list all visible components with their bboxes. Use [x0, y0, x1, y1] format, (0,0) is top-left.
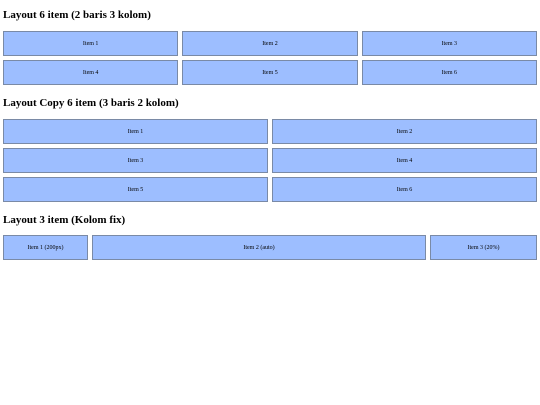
page-content: Layout 6 item (2 baris 3 kolom) Item 1 I… [3, 0, 537, 260]
grid-item: Item 4 [3, 60, 179, 85]
grid-item: Item 6 [272, 177, 537, 202]
grid-item: Item 5 [3, 177, 268, 202]
section-title-grid-2x3: Layout Copy 6 item (3 baris 2 kolom) [3, 97, 179, 109]
grid-item-fixed: Item 1 (200px) [3, 235, 88, 260]
section-title-grid-3x2: Layout 6 item (2 baris 3 kolom) [3, 9, 151, 21]
grid-item: Item 1 [3, 119, 268, 144]
grid-item: Item 4 [272, 148, 537, 173]
grid-item: Item 2 [182, 31, 358, 56]
grid-item: Item 5 [182, 60, 358, 85]
grid-3-rows-2-columns: Item 1 Item 2 Item 3 Item 4 Item 5 Item … [3, 119, 537, 202]
grid-item: Item 3 [3, 148, 268, 173]
section-title-fixed-columns: Layout 3 item (Kolom fix) [3, 214, 126, 226]
grid-item: Item 2 [272, 119, 537, 144]
grid-item-auto: Item 2 (auto) [92, 235, 426, 260]
grid-fixed-columns: Item 1 (200px) Item 2 (auto) Item 3 (20%… [3, 235, 537, 260]
grid-2-rows-3-columns: Item 1 Item 2 Item 3 Item 4 Item 5 Item … [3, 31, 537, 85]
grid-item: Item 1 [3, 31, 179, 56]
grid-item-percent: Item 3 (20%) [430, 235, 537, 260]
grid-item: Item 3 [361, 31, 537, 56]
grid-item: Item 6 [361, 60, 537, 85]
